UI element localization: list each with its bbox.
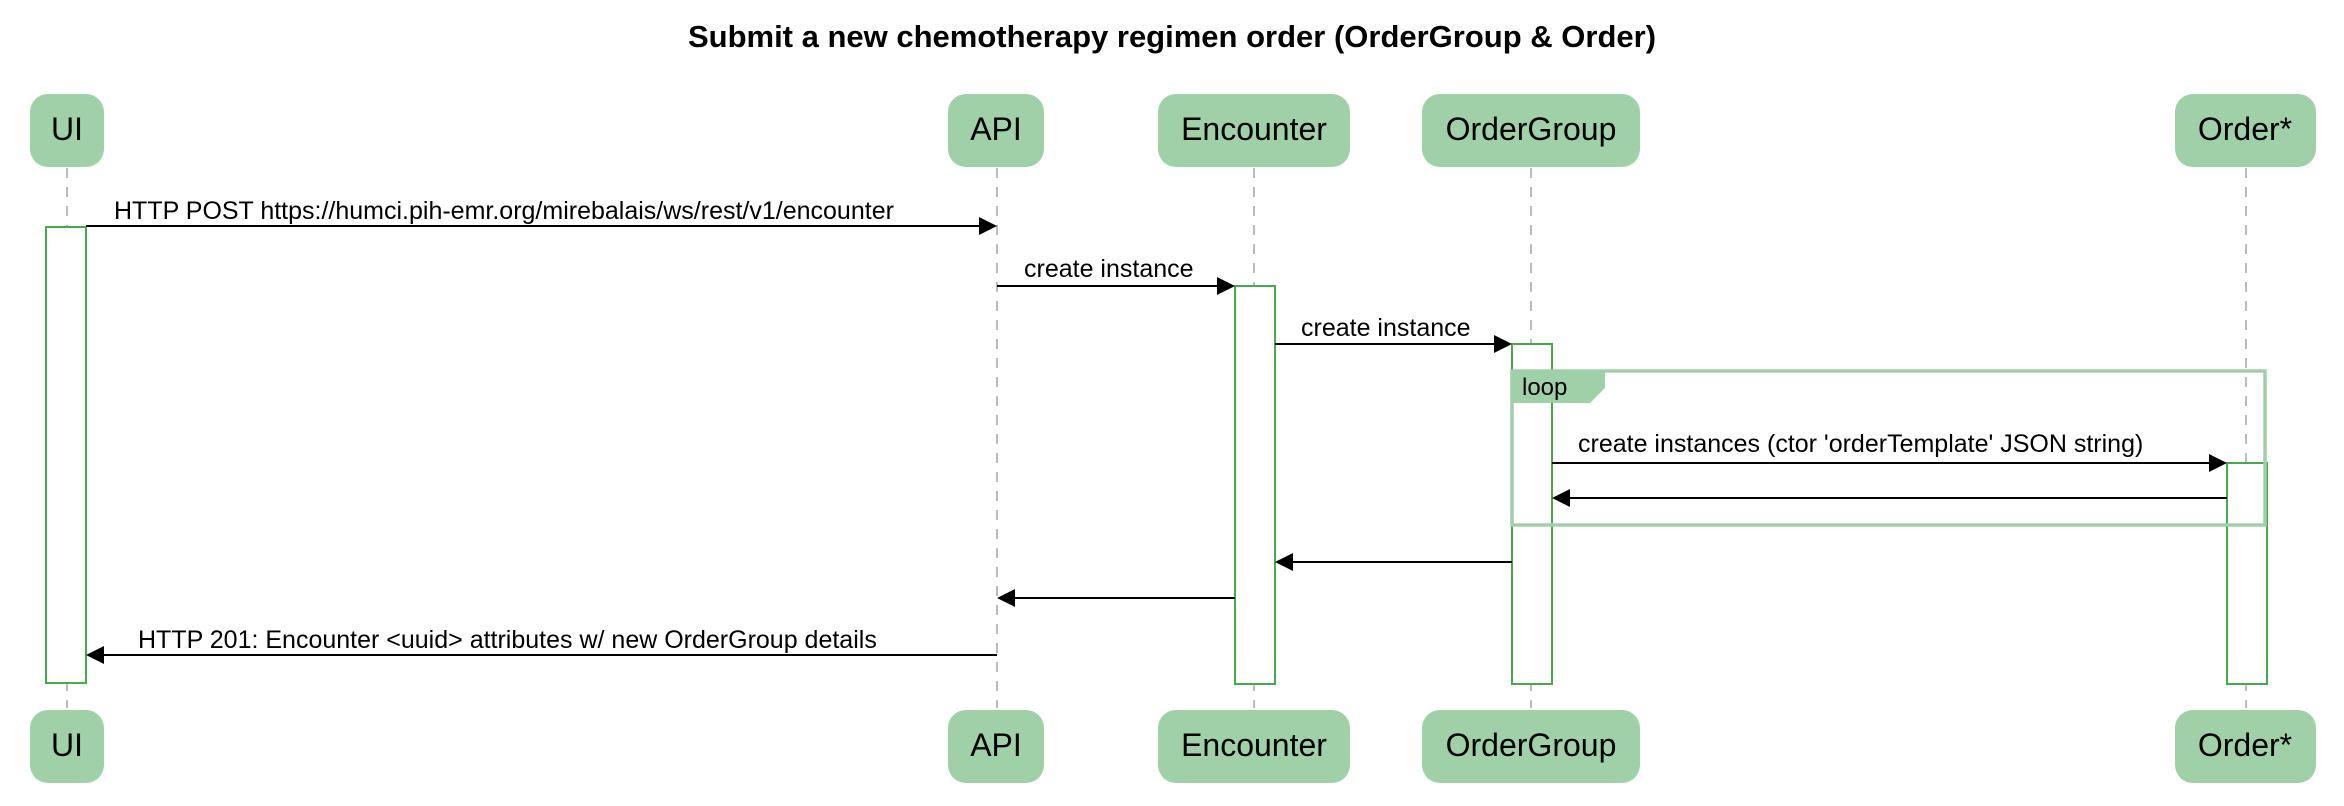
message-6-return [1275, 553, 1512, 571]
participant-order-bottom-label: Order* [2198, 727, 2292, 763]
message-3-label: create instance [1301, 314, 1471, 342]
participant-api-top-label: API [970, 111, 1022, 147]
loop-label: loop [1522, 374, 1567, 401]
participant-api-bottom-label: API [970, 727, 1022, 763]
participant-encounter-bottom-label: Encounter [1181, 727, 1327, 763]
activation-order [2226, 462, 2268, 685]
message-2: create instance [997, 255, 1235, 295]
participant-ordergroup-bottom-label: OrderGroup [1446, 727, 1617, 763]
participant-encounter-bottom: Encounter [1158, 710, 1350, 783]
message-8: HTTP 201: Encounter <uuid> attributes w/… [86, 626, 997, 664]
participant-encounter-top-label: Encounter [1181, 111, 1327, 147]
activation-ui [45, 226, 87, 684]
message-1-label: HTTP POST https://humci.pih-emr.org/mire… [114, 197, 894, 225]
message-4: create instances (ctor 'orderTemplate' J… [1552, 430, 2227, 472]
loop-frame: loop [1510, 369, 2267, 527]
participant-ui-top: UI [30, 94, 104, 167]
participant-ordergroup-bottom: OrderGroup [1422, 710, 1640, 783]
activation-encounter [1234, 285, 1276, 685]
message-4-label: create instances (ctor 'orderTemplate' J… [1578, 430, 2143, 458]
message-1: HTTP POST https://humci.pih-emr.org/mire… [86, 197, 997, 235]
participant-order-top: Order* [2175, 94, 2316, 167]
participant-api-top: API [948, 94, 1044, 167]
diagram-title: Submit a new chemotherapy regimen order … [688, 19, 1656, 54]
participant-ui-bottom: UI [30, 710, 104, 783]
participant-order-bottom: Order* [2175, 710, 2316, 783]
participant-order-top-label: Order* [2198, 111, 2292, 147]
message-5-return [1552, 489, 2227, 507]
participant-ui-bottom-label: UI [51, 727, 83, 763]
participant-ordergroup-top-label: OrderGroup [1446, 111, 1617, 147]
participant-encounter-top: Encounter [1158, 94, 1350, 167]
participant-api-bottom: API [948, 710, 1044, 783]
message-3: create instance [1275, 314, 1512, 353]
message-7-return [997, 589, 1235, 607]
participant-ordergroup-top: OrderGroup [1422, 94, 1640, 167]
message-2-label: create instance [1024, 255, 1194, 283]
message-8-label: HTTP 201: Encounter <uuid> attributes w/… [138, 626, 877, 654]
participant-ui-top-label: UI [51, 111, 83, 147]
